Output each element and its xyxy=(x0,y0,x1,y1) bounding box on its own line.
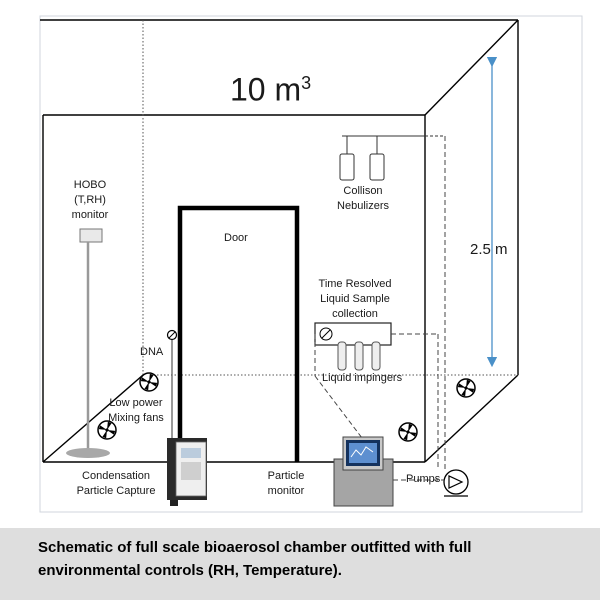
door xyxy=(177,205,300,462)
collison-label: Collison Nebulizers xyxy=(326,184,400,214)
volume-exponent: 3 xyxy=(301,73,312,93)
mixing-fans-label-line: Mixing fans xyxy=(108,412,164,424)
mixing-fans-label: Low power Mixing fans xyxy=(100,396,172,426)
particle-monitor-label-line: monitor xyxy=(267,485,305,497)
time-resolved-label: Time Resolved Liquid Sample collection xyxy=(308,277,402,322)
height-label: 2.5 m xyxy=(470,241,508,258)
chamber-box xyxy=(40,19,519,463)
chamber-drawing xyxy=(39,15,583,513)
condensation-particle-capture-device xyxy=(167,438,207,506)
pumps-label: Pumps xyxy=(406,473,441,485)
liquid-sample-collector xyxy=(314,322,392,371)
tubing xyxy=(314,136,446,481)
dna-label: DNA xyxy=(140,346,164,358)
fan-icon xyxy=(137,370,161,394)
door-label: Door xyxy=(224,232,248,244)
figure-frame xyxy=(39,15,583,513)
condensation-label: Condensation Particle Capture xyxy=(66,469,166,499)
hidden-edges xyxy=(142,20,518,376)
chamber-volume: 10 m3 xyxy=(230,64,311,109)
condensation-label-line: Condensation xyxy=(82,470,150,482)
particle-monitor-device xyxy=(333,436,394,507)
liquid-impingers-label: Liquid impingers xyxy=(322,372,403,384)
particle-monitor-label-line: Particle xyxy=(267,470,305,482)
condensation-label-line: Particle Capture xyxy=(76,485,156,497)
time-resolved-label-line: Time Resolved xyxy=(318,278,392,290)
fan-icon xyxy=(454,376,478,400)
particle-monitor-label: Particle monitor xyxy=(258,469,314,499)
pump xyxy=(443,469,469,497)
collison-label-line: Collison xyxy=(343,185,383,197)
collison-nebulizers xyxy=(339,135,445,181)
volume-value: 10 m xyxy=(230,71,302,108)
time-resolved-label-line: collection xyxy=(332,308,378,320)
hobo-label: HOBO (T,RH) monitor xyxy=(62,178,118,223)
collison-label-line: Nebulizers xyxy=(337,200,389,212)
fan-icon xyxy=(396,420,420,444)
hobo-label-line: HOBO xyxy=(73,179,107,191)
time-resolved-label-line: Liquid Sample xyxy=(320,293,390,305)
caption-box: Schematic of full scale bioaerosol chamb… xyxy=(0,528,600,600)
hobo-label-line: monitor xyxy=(71,209,109,221)
chamber-schematic: 10 m3 2.5 m HOBO (T,RH) monitor Door Col… xyxy=(39,15,583,513)
mixing-fans-label-line: Low power xyxy=(109,397,163,409)
hobo-label-line: (T,RH) xyxy=(74,194,106,206)
hobo-monitor xyxy=(66,228,110,458)
figure-caption: Schematic of full scale bioaerosol chamb… xyxy=(38,539,472,579)
